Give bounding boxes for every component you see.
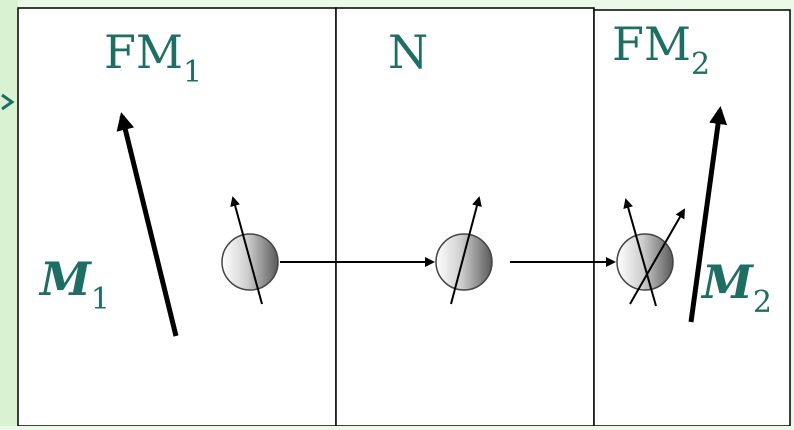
left-frame-stripe <box>0 0 18 426</box>
panel-label-fm1-sub: 1 <box>183 55 202 90</box>
magnetization-m1-arrow <box>116 112 179 337</box>
electron-fm1 <box>221 196 279 305</box>
magnetization-m2-label: M2 <box>700 255 772 320</box>
panel-label-n: N <box>388 25 428 79</box>
electron-fm1-spin-arrow <box>230 196 263 305</box>
electron-n-spin-arrow <box>450 196 482 305</box>
panel-label-fm1: FM1 <box>104 25 202 90</box>
electron-fm2-spin-arrow-in <box>623 198 657 307</box>
panel-fm2 <box>593 9 791 427</box>
magnetization-m2-main: M <box>700 255 755 309</box>
electron-n-ball <box>435 233 493 291</box>
panel-label-n-main: N <box>388 25 428 79</box>
panel-label-fm2: FM2 <box>612 17 710 82</box>
electron-fm2-spin-arrow-precessed <box>629 208 685 305</box>
panel-label-fm1-main: FM <box>104 25 183 79</box>
magnetization-m1-label: M1 <box>38 252 110 317</box>
panel-label-fm2-sub: 2 <box>691 47 710 82</box>
electron-fm2 <box>616 198 685 307</box>
panel-n <box>335 7 595 427</box>
magnetization-m1-sub: 1 <box>91 282 110 317</box>
electron-n <box>435 196 493 305</box>
bracket-mark <box>1 93 15 111</box>
electron-fm2-ball <box>616 233 674 291</box>
magnetization-m2-arrow <box>688 106 728 323</box>
magnetization-m2-sub: 2 <box>753 285 772 320</box>
panel-label-fm2-main: FM <box>612 17 691 71</box>
magnetization-m1-main: M <box>38 252 93 306</box>
